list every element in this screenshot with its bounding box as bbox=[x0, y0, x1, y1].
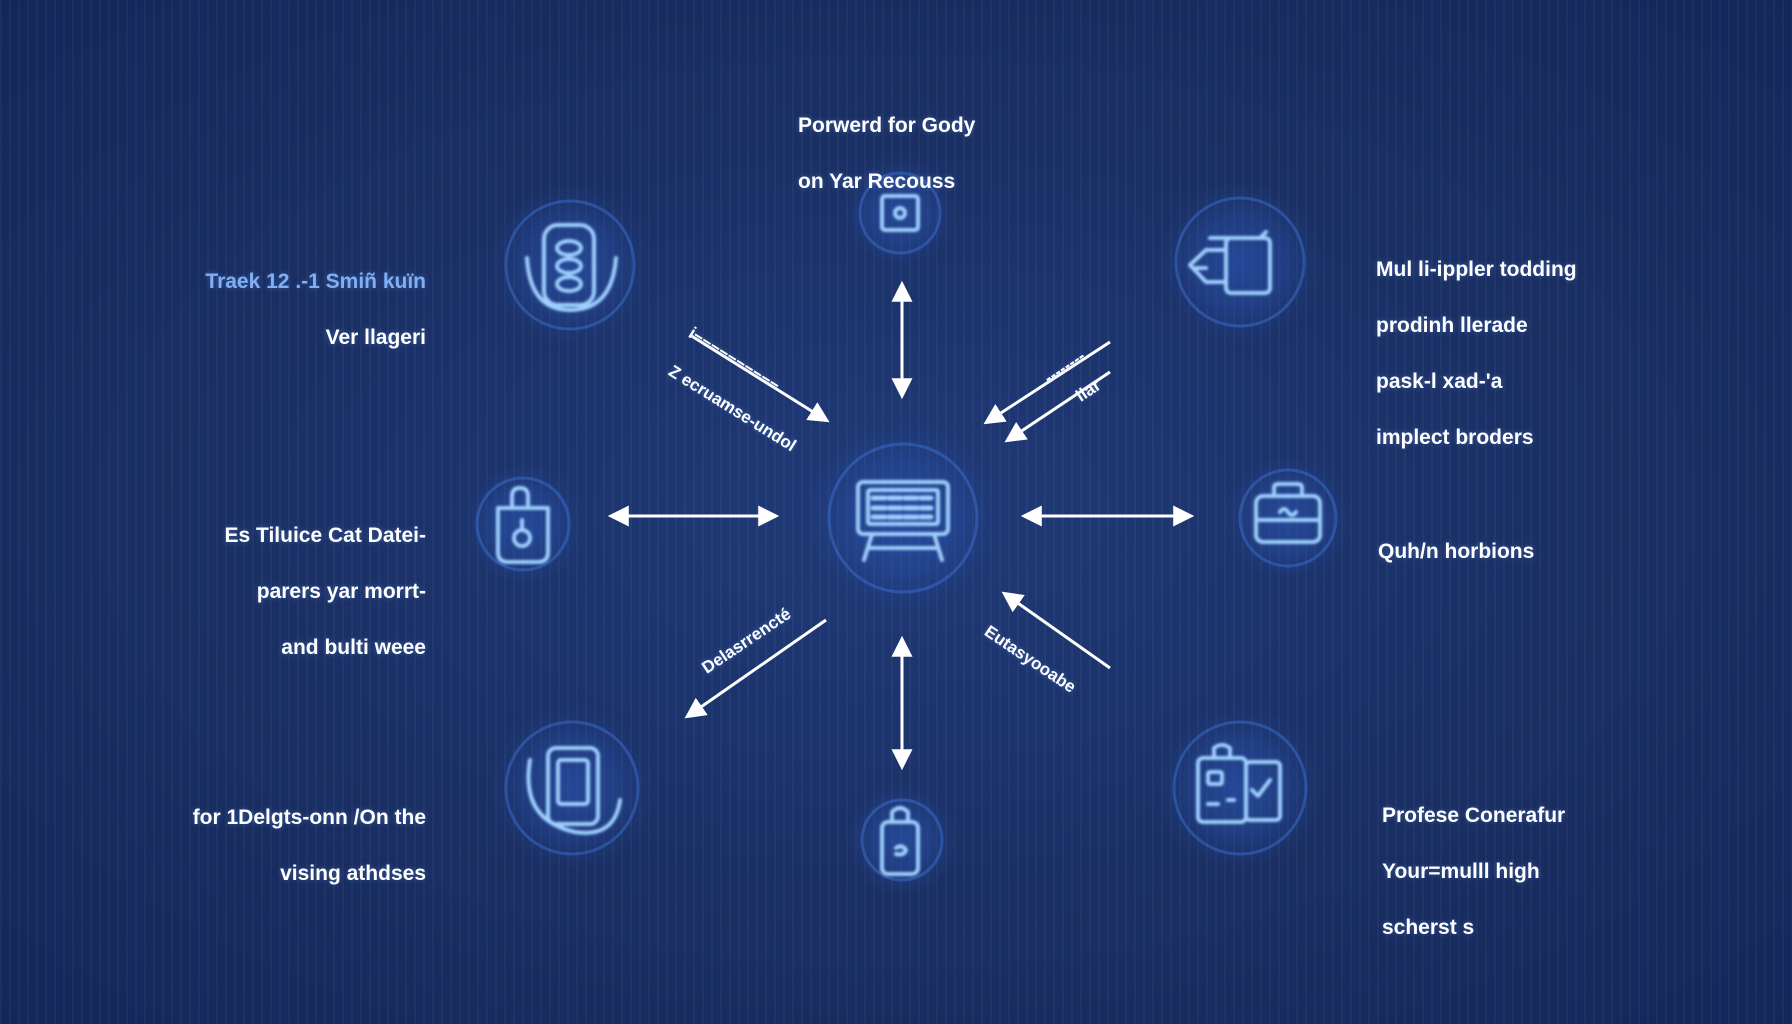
square-icon bbox=[880, 194, 920, 232]
bag-icon bbox=[496, 486, 550, 564]
label-bottom-left: for 1Delgts-onn /On the vising athdses bbox=[193, 776, 426, 916]
label-top: Porwerd for Gody on Yar Recouss bbox=[798, 84, 975, 224]
connector-arrows bbox=[607, 280, 1195, 771]
label-left-line-3: and bulti weee bbox=[281, 636, 426, 659]
layers-icon bbox=[1188, 230, 1272, 295]
label-left: Es Tiluice Cat Datei- parers yar morrt- … bbox=[224, 494, 426, 690]
label-top-line-2: on Yar Recouss bbox=[798, 170, 956, 193]
arrow-bottom-left bbox=[684, 618, 827, 719]
label-top-right-line-3: pask-l xad-'a bbox=[1376, 370, 1503, 393]
tag-icon bbox=[880, 806, 920, 876]
label-top-line-1: Porwerd for Gody bbox=[798, 114, 976, 137]
label-right: Quh/n horbions bbox=[1378, 510, 1534, 594]
checklist-icon bbox=[1196, 743, 1282, 824]
arrow-bottom-right bbox=[1001, 591, 1111, 670]
arrow-top-left bbox=[689, 333, 830, 423]
label-bottom-right-line-1: Profese Conerafur bbox=[1382, 804, 1566, 827]
stack-icon bbox=[525, 223, 618, 312]
label-top-right: Mul li-ippler todding prodinh llerade pa… bbox=[1376, 228, 1577, 480]
label-bottom-right-line-2: Your=mulll high bbox=[1382, 860, 1540, 883]
label-top-left: Traek 12 .-1 Smiñ kuïn Ver llageri bbox=[205, 240, 426, 380]
terminal-icon bbox=[856, 480, 950, 562]
label-left-line-1: Es Tiluice Cat Datei- bbox=[224, 524, 426, 547]
label-left-line-2: parers yar morrt- bbox=[256, 580, 426, 603]
label-top-right-line-1: Mul li-ippler todding bbox=[1376, 258, 1577, 281]
label-bottom-left-line-1: for 1Delgts-onn /On the bbox=[192, 806, 426, 829]
arrow-top-right-b bbox=[1004, 370, 1111, 443]
briefcase-icon bbox=[1254, 482, 1322, 544]
label-top-left-line-1: Traek 12 .-1 Smiñ kuïn bbox=[205, 270, 426, 293]
label-bottom-left-line-2: vising athdses bbox=[280, 862, 426, 885]
label-top-left-line-2: Ver llageri bbox=[325, 326, 426, 349]
label-right-line-1: Quh/n horbions bbox=[1378, 540, 1535, 563]
label-bottom-right-line-3: scherst s bbox=[1382, 916, 1475, 939]
label-bottom-right: Profese Conerafur Your=mulll high schers… bbox=[1382, 774, 1565, 970]
label-top-right-line-4: implect broders bbox=[1376, 426, 1534, 449]
phone-icon bbox=[526, 746, 622, 835]
arrow-top-right-a bbox=[983, 340, 1111, 425]
label-top-right-line-2: prodinh llerade bbox=[1376, 314, 1528, 337]
